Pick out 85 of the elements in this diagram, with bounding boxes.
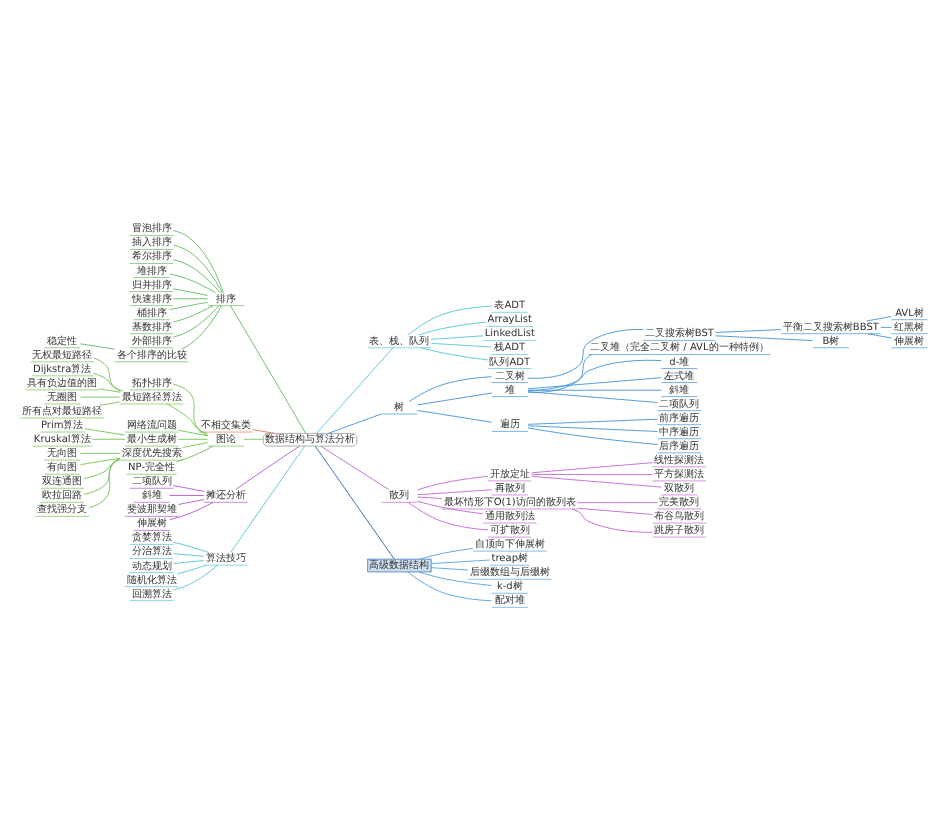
connector bbox=[88, 457, 121, 509]
connector bbox=[407, 305, 492, 336]
connector bbox=[80, 396, 121, 398]
connector bbox=[527, 391, 659, 403]
connector bbox=[527, 418, 659, 425]
connector bbox=[92, 372, 124, 392]
connector bbox=[80, 343, 116, 350]
connector bbox=[320, 445, 390, 490]
connector bbox=[408, 502, 489, 531]
connector bbox=[430, 559, 491, 565]
connector bbox=[417, 489, 493, 496]
connector bbox=[531, 474, 653, 475]
connector bbox=[577, 502, 658, 504]
connector bbox=[230, 445, 306, 553]
connector bbox=[419, 548, 474, 560]
connector bbox=[417, 500, 484, 515]
connector bbox=[80, 452, 121, 454]
connector bbox=[83, 458, 121, 495]
connector bbox=[316, 347, 394, 434]
connector bbox=[83, 459, 121, 480]
connector bbox=[418, 321, 487, 336]
connector bbox=[430, 342, 492, 348]
connector bbox=[93, 357, 121, 392]
connector bbox=[177, 499, 205, 505]
connector bbox=[571, 508, 653, 533]
connector bbox=[430, 335, 484, 340]
connector bbox=[243, 438, 264, 440]
connector bbox=[91, 438, 126, 440]
connector bbox=[177, 429, 209, 437]
connector bbox=[98, 388, 121, 393]
connector bbox=[715, 329, 782, 333]
connector bbox=[172, 230, 224, 294]
connector bbox=[80, 457, 121, 466]
connector bbox=[418, 571, 492, 586]
connector bbox=[169, 273, 216, 294]
connector bbox=[84, 428, 126, 436]
connector bbox=[417, 410, 493, 423]
connector bbox=[880, 326, 892, 328]
connector bbox=[417, 392, 493, 406]
connector bbox=[172, 553, 205, 557]
connector bbox=[177, 438, 209, 440]
connector bbox=[182, 442, 209, 448]
connector bbox=[235, 445, 300, 490]
connector bbox=[430, 567, 469, 571]
connector bbox=[176, 445, 214, 463]
connector bbox=[172, 485, 205, 492]
connector bbox=[421, 347, 489, 361]
connector bbox=[314, 445, 395, 560]
connector bbox=[867, 333, 892, 339]
connector bbox=[172, 564, 218, 591]
connector bbox=[715, 335, 814, 341]
connector bbox=[527, 359, 662, 392]
connector bbox=[252, 429, 275, 434]
connector bbox=[169, 495, 205, 496]
connector bbox=[531, 475, 662, 488]
connector bbox=[172, 541, 209, 553]
connector bbox=[180, 305, 223, 350]
connector bbox=[527, 427, 658, 445]
connector bbox=[172, 305, 220, 338]
connector bbox=[173, 305, 214, 323]
connector bbox=[169, 501, 214, 521]
connector bbox=[527, 354, 593, 393]
connector bbox=[172, 259, 221, 294]
connector bbox=[229, 305, 307, 434]
connector bbox=[172, 383, 209, 436]
connector bbox=[327, 413, 382, 434]
connector bbox=[866, 316, 892, 322]
connector bbox=[172, 560, 205, 565]
connector bbox=[172, 298, 208, 300]
connector bbox=[169, 301, 208, 310]
connector bbox=[527, 389, 662, 391]
connector bbox=[166, 403, 209, 435]
connector bbox=[173, 244, 223, 294]
connector bbox=[172, 288, 208, 296]
connector bbox=[176, 564, 207, 575]
connector bbox=[577, 507, 653, 515]
connector bbox=[527, 329, 644, 379]
connector bbox=[531, 462, 653, 474]
connector bbox=[409, 376, 493, 402]
connector bbox=[417, 496, 443, 499]
connector bbox=[417, 475, 489, 491]
connector bbox=[99, 401, 120, 406]
connector bbox=[407, 571, 492, 602]
connector bbox=[527, 425, 659, 432]
connector bbox=[527, 377, 662, 390]
